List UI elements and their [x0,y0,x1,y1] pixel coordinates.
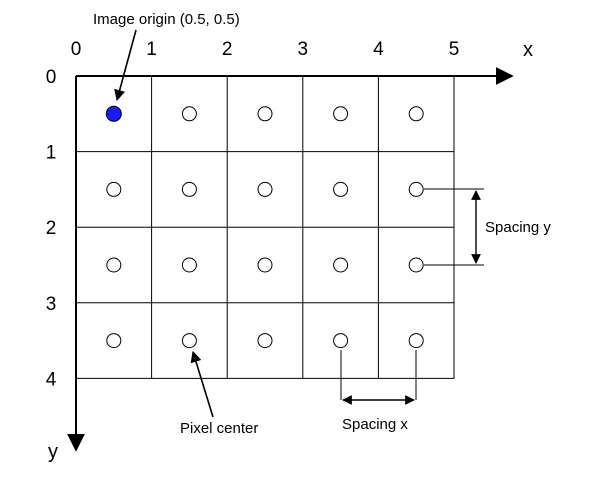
x-tick-label: 3 [298,39,309,60]
x-tick-label: 1 [146,39,157,60]
pixel-center-marker [333,257,349,273]
pixel-center-marker [257,181,273,197]
y-tick-label: 2 [46,218,57,239]
origin-arrow [114,29,137,102]
spacing-y-annotation: Spacing y [485,219,551,236]
x-tick-label: 2 [222,39,233,60]
spacing-x-bracket [340,350,417,405]
y-tick-labels: 0 1 2 3 4 [46,67,57,390]
pixel-center-marker [408,333,424,349]
x-tick-label: 5 [449,39,460,60]
pixel-center-marker [333,181,349,197]
pixel-center-marker [408,181,424,197]
x-tick-labels: 0 1 2 3 4 5 [71,39,460,60]
y-tick-label: 0 [46,67,57,88]
pixel-center-marker [181,257,197,273]
pixel-center-marker [181,181,197,197]
origin-pixel-center [105,105,122,122]
y-axis-label: y [48,441,58,463]
pixel-center-arrow [190,350,214,418]
y-tick-label: 1 [46,143,57,164]
pixel-center-marker [181,333,197,349]
origin-annotation: Image origin (0.5, 0.5) [93,11,240,28]
x-tick-label: 4 [373,39,384,60]
y-tick-label: 4 [46,369,57,390]
x-axis-label: x [523,39,533,61]
pixel-center-marker [257,106,273,122]
pixel-center-marker [257,257,273,273]
spacing-x-annotation: Spacing x [342,416,408,433]
pixel-center-marker [257,333,273,349]
pixel-center-marker [181,106,197,122]
pixel-center-marker [333,333,349,349]
pixel-center-marker [408,106,424,122]
pixel-center-annotation: Pixel center [180,420,258,437]
pixel-centers [105,105,424,349]
pixel-center-marker [333,106,349,122]
y-tick-label: 3 [46,294,57,315]
pixel-center-marker [408,257,424,273]
pixel-center-marker [106,181,122,197]
grid-lines [76,76,455,379]
spacing-y-bracket [424,188,484,266]
x-tick-label: 0 [71,39,82,60]
pixel-center-marker [106,333,122,349]
pixel-center-marker [106,257,122,273]
